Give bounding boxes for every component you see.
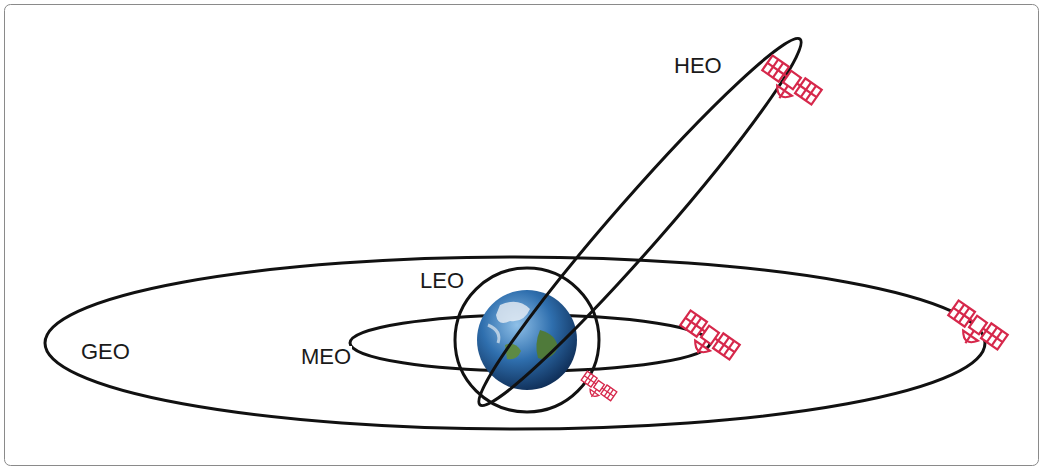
satellite-icon [577, 371, 617, 407]
leo-orbit [455, 268, 599, 412]
heo-orbit [461, 23, 819, 422]
orbit-label: MEO [300, 346, 352, 368]
orbit-label: GEO [80, 341, 131, 363]
satellite-icon [941, 300, 1008, 360]
geo-orbit [45, 257, 985, 429]
orbit-label: HEO [673, 55, 723, 77]
orbit-label: LEO [419, 270, 465, 292]
satellite-icon [755, 55, 822, 115]
satellite-icon [673, 310, 740, 370]
frame-border [5, 5, 1039, 466]
